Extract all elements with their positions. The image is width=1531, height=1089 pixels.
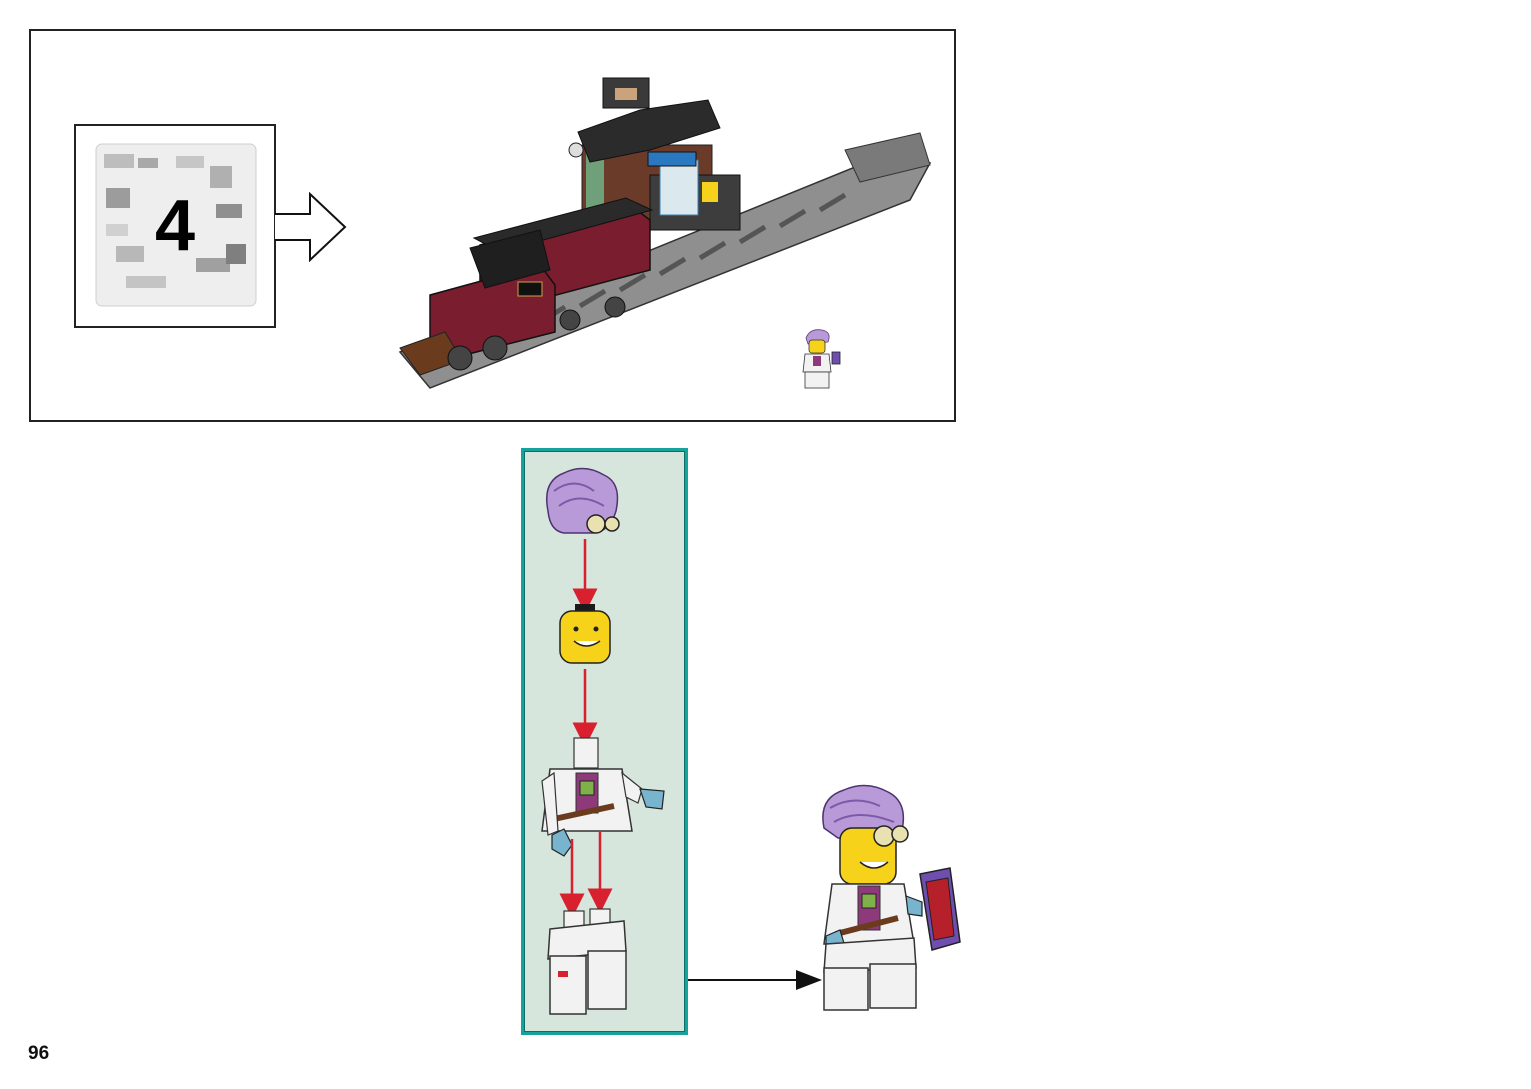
parts-bag-box [74, 124, 276, 328]
torso [541, 737, 665, 857]
tablet-accessory [919, 867, 961, 951]
result-arrow-icon [688, 970, 822, 990]
sub-assembly-diagram [541, 467, 665, 1015]
train-model-illustration [398, 77, 932, 389]
hollow-arrow-icon [275, 192, 347, 262]
minifigure-preview [802, 329, 841, 389]
legs [547, 908, 627, 1015]
head [559, 604, 611, 664]
page-number: 96 [28, 1043, 50, 1064]
hair-piece [546, 467, 620, 534]
bag-number: 4 [154, 186, 196, 266]
parts-bag-icon [95, 143, 257, 307]
assembled-minifigure [822, 784, 961, 1011]
minifigure-hair [822, 784, 905, 839]
